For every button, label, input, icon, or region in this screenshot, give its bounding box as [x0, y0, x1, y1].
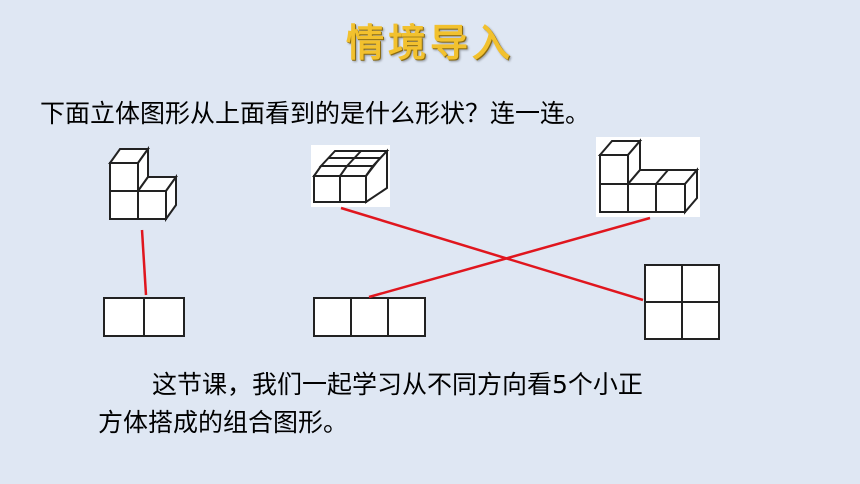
paragraph-line-1: 这节课，我们一起学习从不同方向看5个小正 — [152, 370, 643, 399]
match-lines — [140, 206, 651, 302]
paragraph-line-2: 方体搭成的组合图形。 — [98, 408, 349, 437]
l-shaped-solid — [108, 145, 178, 223]
two-square-row — [103, 297, 185, 337]
question-text: 下面立体图形从上面看到的是什么形状？连一连。 — [40, 99, 591, 128]
match-line — [368, 216, 651, 299]
two-by-two-block-solid — [311, 145, 390, 207]
two-by-two-grid — [644, 264, 720, 340]
three-square-row — [313, 297, 426, 337]
l-row-solid — [596, 137, 700, 217]
match-line — [140, 229, 148, 296]
match-line — [340, 206, 644, 302]
slide-title: 情境导入 — [345, 20, 514, 65]
